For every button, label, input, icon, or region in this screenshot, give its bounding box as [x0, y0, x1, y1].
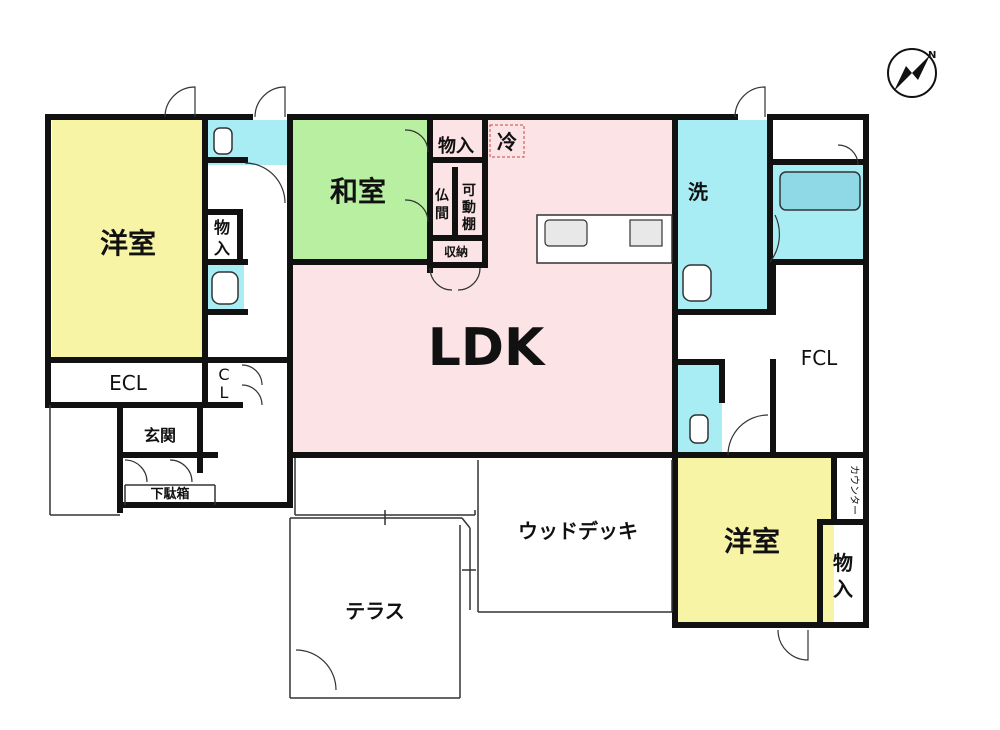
washbasin-right-icon — [682, 264, 712, 302]
room-label-entrance: 玄関 — [144, 426, 176, 445]
ldk-fill — [292, 260, 675, 453]
western-room-right-fill — [676, 458, 834, 623]
fridge-box — [489, 124, 525, 158]
doors — [124, 86, 859, 691]
fixtures — [211, 127, 861, 444]
room-label-japanese: 和室 — [330, 175, 386, 208]
room-label-western-left: 洋室 — [100, 227, 156, 260]
room-label-butsuma: 仏間 — [435, 188, 449, 222]
room-label-fridge: 冷 — [497, 130, 517, 154]
room-label-closet-small: 収納 — [444, 244, 468, 259]
room-label-ecl: ECL — [109, 371, 148, 395]
washbasin-left-icon — [211, 271, 239, 305]
room-label-western-right: 洋室 — [724, 525, 780, 558]
toilet-right-icon — [689, 414, 709, 444]
toilet-top-icon — [213, 127, 233, 155]
thin-lines — [49, 405, 673, 699]
compass-label: N — [928, 50, 936, 61]
japanese-room-fill — [292, 120, 430, 260]
room-label-wash: 洗 — [688, 180, 708, 204]
room-label-storage-c: 物入 — [833, 551, 853, 601]
room-label-fcl: FCL — [801, 346, 838, 370]
room-label-storage-b: 物入 — [214, 218, 230, 258]
bathtub-icon — [779, 171, 861, 211]
room-label-terrace: テラス — [345, 599, 405, 623]
kitchen-sink-icon — [544, 219, 588, 247]
room-label-storage-a: 物入 — [438, 135, 474, 157]
room-label-wood-deck: ウッドデッキ — [518, 519, 638, 543]
walls — [45, 114, 869, 628]
room-label-ldk: LDK — [428, 318, 546, 378]
room-label-movable-shelf: 可動棚 — [462, 183, 476, 233]
compass-icon: N — [887, 48, 937, 98]
stove-icon — [629, 219, 663, 247]
western-room-left-fill — [52, 120, 205, 358]
room-label-shoebox: 下駄箱 — [150, 486, 189, 502]
room-label-counter: カウンター — [848, 465, 860, 515]
